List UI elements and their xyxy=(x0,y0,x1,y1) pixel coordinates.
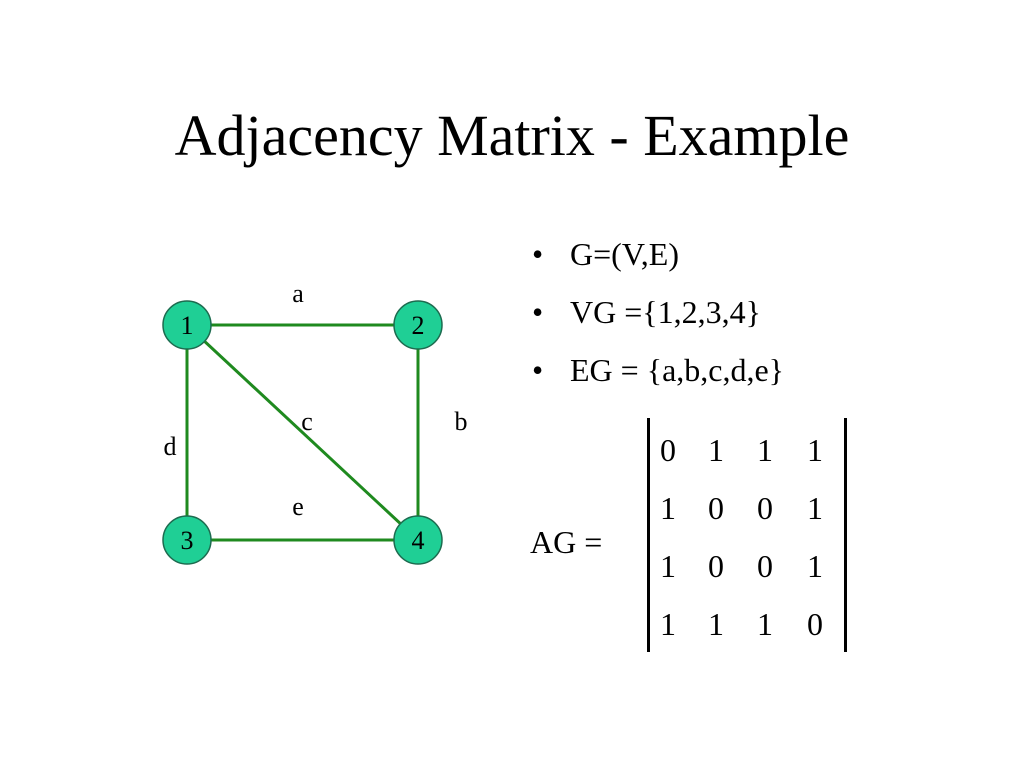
matrix-cell: 1 xyxy=(708,432,724,468)
matrix-cell: 1 xyxy=(807,490,823,526)
matrix-cell: 1 xyxy=(660,548,676,584)
bullet-marker: • xyxy=(532,236,544,272)
matrix-cell: 0 xyxy=(757,548,773,584)
matrix-cell: 1 xyxy=(708,606,724,642)
matrix-cell: 1 xyxy=(757,432,773,468)
matrix-cell: 0 xyxy=(708,548,724,584)
slide-title: Adjacency Matrix - Example xyxy=(174,103,850,168)
bullet-marker: • xyxy=(532,352,544,388)
node-1: 1 xyxy=(162,300,212,350)
node-circle xyxy=(162,300,212,350)
matrix-right-bracket xyxy=(844,418,847,652)
edges-layer xyxy=(185,323,420,542)
edge-label-d: d xyxy=(164,432,177,461)
nodes-layer: 1 2 3 4 xyxy=(162,300,443,565)
bullet-item: • G=(V,E) xyxy=(532,232,784,290)
node-3: 3 xyxy=(162,515,212,565)
node-circle xyxy=(393,300,443,350)
matrix-cell: 1 xyxy=(757,606,773,642)
matrix-cell: 1 xyxy=(807,548,823,584)
edge-label-e: e xyxy=(292,492,304,521)
node-circle xyxy=(393,515,443,565)
matrix-cell: 1 xyxy=(660,490,676,526)
bullet-text-graph: G=(V,E) xyxy=(570,236,679,272)
matrix-cell: 0 xyxy=(757,490,773,526)
node-2: 2 xyxy=(393,300,443,350)
node-label: 1 xyxy=(181,311,194,340)
bullet-list: • G=(V,E) • VG ={1,2,3,4} • EG = {a,b,c,d,e… xyxy=(532,232,784,406)
matrix-cell: 0 xyxy=(708,490,724,526)
bullet-text-edges: EG = {a,b,c,d,e} xyxy=(570,352,785,388)
matrix-cell: 0 xyxy=(660,432,676,468)
node-label: 3 xyxy=(181,526,194,555)
edge-labels-layer: a b c d e xyxy=(164,279,468,521)
bullet-text-vertices: VG ={1,2,3,4} xyxy=(570,294,761,330)
edge-label-a: a xyxy=(292,279,304,308)
node-circle xyxy=(162,515,212,565)
node-label: 4 xyxy=(412,526,425,555)
matrix-cell: 0 xyxy=(807,606,823,642)
edge-c xyxy=(185,323,420,542)
bullet-item: • VG ={1,2,3,4} xyxy=(532,290,784,348)
matrix-label: AG = xyxy=(530,524,603,560)
matrix-left-bracket xyxy=(647,418,650,652)
edge-label-c: c xyxy=(301,407,313,436)
node-4: 4 xyxy=(393,515,443,565)
bullet-item: • EG = {a,b,c,d,e} xyxy=(532,348,784,406)
matrix-cell: 1 xyxy=(807,432,823,468)
node-label: 2 xyxy=(412,311,425,340)
bullet-marker: • xyxy=(532,294,544,330)
edge-label-b: b xyxy=(455,407,468,436)
matrix-cell: 1 xyxy=(660,606,676,642)
